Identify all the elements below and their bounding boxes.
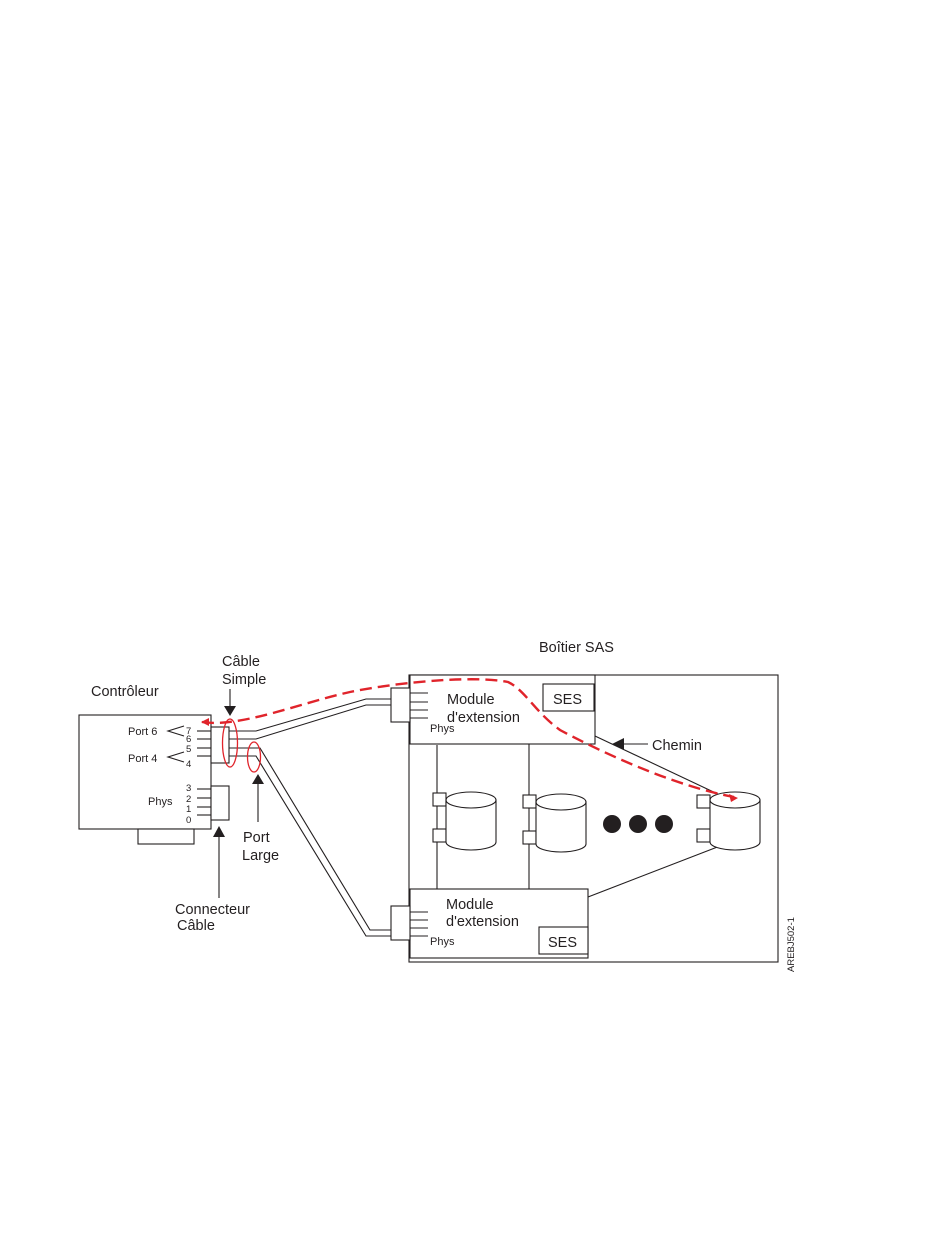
controller-title: Contrôleur [91, 684, 159, 700]
bottom-module-phys-label: Phys [430, 936, 455, 948]
disk-3-top [710, 792, 760, 808]
path-label: Chemin [652, 738, 702, 754]
bottom-ses-label: SES [548, 935, 577, 951]
single-cable-label-1: Câble [222, 654, 260, 670]
controller: Contrôleur 7 6 5 4 Port 6 Port 4 3 2 1 0… [79, 684, 229, 844]
port6-label: Port 6 [128, 726, 157, 738]
figure-id: AREBJ502-1 [786, 917, 797, 972]
bottom-expander-module: Module d'extension Phys SES [391, 889, 588, 958]
phy-4: 4 [186, 759, 191, 770]
more-disks-ellipsis [603, 815, 673, 833]
arrow-up-icon [213, 826, 225, 837]
cable-to-top-module [229, 699, 391, 739]
wide-port-highlight [248, 742, 261, 772]
top-module-label-1: Module [447, 692, 495, 708]
top-module-phys-label: Phys [430, 723, 455, 735]
wide-port-label-1: Port [243, 830, 270, 846]
single-cable-callout: Câble Simple [222, 654, 266, 716]
phy-1: 1 [186, 804, 191, 815]
controller-connector-top [211, 727, 229, 763]
wide-port-callout: Port Large [242, 774, 279, 864]
arrow-down-icon [224, 706, 236, 716]
disk-2-top [536, 794, 586, 810]
cable-connector-label-1: Connecteur [175, 902, 250, 918]
bottom-module-label-2: d'extension [446, 914, 519, 930]
single-cable-label-2: Simple [222, 672, 266, 688]
arrow-up-icon [252, 774, 264, 784]
top-ses-label: SES [553, 692, 582, 708]
cable-connector-label-2: Câble [177, 918, 215, 934]
controller-connector-bottom [211, 786, 229, 820]
phy-0: 0 [186, 815, 191, 826]
phy-5: 5 [186, 744, 191, 755]
wide-port-label-2: Large [242, 848, 279, 864]
controller-bracket [138, 829, 194, 844]
top-module-label-2: d'extension [447, 710, 520, 726]
disk-1-top [446, 792, 496, 808]
controller-phys-label: Phys [148, 796, 173, 808]
bottom-module-connector [391, 906, 410, 940]
bottom-module-label-1: Module [446, 897, 494, 913]
top-module-connector [391, 688, 410, 722]
port4-label: Port 4 [128, 753, 157, 765]
phy-3: 3 [186, 783, 191, 794]
enclosure-title: Boîtier SAS [539, 640, 614, 656]
